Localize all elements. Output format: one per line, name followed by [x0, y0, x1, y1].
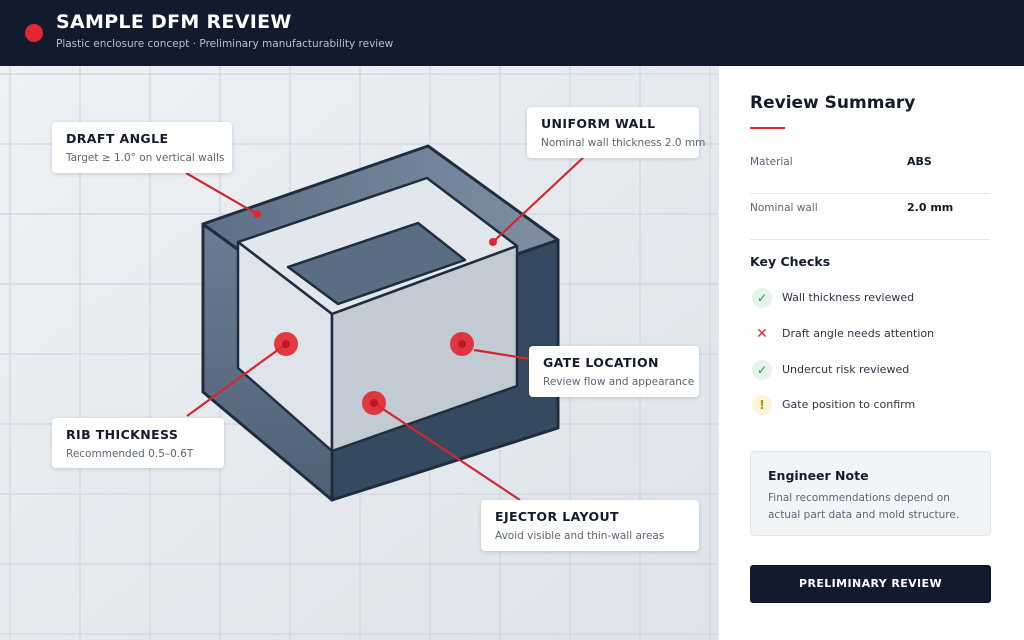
- key-checks-title: Key Checks: [750, 254, 831, 269]
- check-label: Wall thickness reviewed: [782, 291, 915, 304]
- callout-gate-location[interactable]: GATE LOCATION Review flow and appearance: [529, 346, 699, 397]
- annotation-markers: [253, 210, 497, 415]
- review-summary-panel: Review Summary Material ABS Nominal wall…: [718, 66, 1024, 640]
- boss-pad: [286, 221, 467, 306]
- note-title: Engineer Note: [768, 468, 869, 483]
- callout-text: Nominal wall thickness 2.0 mm: [541, 137, 706, 149]
- callout-rib-thickness[interactable]: RIB THICKNESS Recommended 0.5–0.6T: [52, 418, 224, 468]
- header-bar: SAMPLE DFM REVIEW Plastic enclosure conc…: [0, 0, 1024, 66]
- check-label: Gate position to confirm: [782, 398, 916, 411]
- callout-ejector-layout[interactable]: EJECTOR LAYOUT Avoid visible and thin-wa…: [481, 500, 699, 551]
- callout-uniform-wall[interactable]: UNIFORM WALL Nominal wall thickness 2.0 …: [527, 107, 706, 158]
- callout-title: DRAFT ANGLE: [66, 131, 169, 146]
- uniform-wall-marker: [489, 238, 497, 246]
- warning-icon: !: [752, 395, 772, 415]
- check-label: Draft angle needs attention: [782, 327, 935, 340]
- spec-label: Material: [750, 156, 793, 168]
- callout-text: Review flow and appearance: [543, 376, 695, 388]
- callout-text: Target ≥ 1.0° on vertical walls: [66, 152, 225, 164]
- check-icon: ✓: [752, 288, 772, 308]
- draft-angle-marker: [253, 210, 261, 218]
- spec-value: ABS: [907, 155, 932, 168]
- preliminary-review-button[interactable]: PRELIMINARY REVIEW: [750, 565, 991, 603]
- callout-draft-angle[interactable]: DRAFT ANGLE Target ≥ 1.0° on vertical wa…: [52, 122, 232, 173]
- spec-label: Nominal wall: [750, 202, 818, 214]
- callout-text: Recommended 0.5–0.6T: [66, 448, 194, 460]
- summary-title: Review Summary: [750, 93, 916, 113]
- engineer-note: Engineer Note Final recommendations depe…: [750, 451, 991, 536]
- check-item-draft-angle: ✕ Draft angle needs attention: [752, 324, 992, 346]
- cross-icon: ✕: [756, 326, 768, 342]
- check-icon: ✓: [752, 360, 772, 380]
- callout-title: UNIFORM WALL: [541, 116, 656, 131]
- check-item-wall-thickness: ✓ Wall thickness reviewed: [752, 288, 992, 310]
- spec-row-nominal-wall: Nominal wall 2.0 mm: [750, 194, 990, 240]
- spec-value: 2.0 mm: [907, 201, 954, 214]
- title-accent-divider: [750, 127, 785, 129]
- callout-title: EJECTOR LAYOUT: [495, 509, 619, 524]
- leader-lines: [185, 154, 587, 501]
- page-subtitle: Plastic enclosure concept · Preliminary …: [56, 38, 394, 50]
- spec-row-material: Material ABS: [750, 148, 990, 194]
- check-label: Undercut risk reviewed: [782, 363, 910, 376]
- callout-title: RIB THICKNESS: [66, 427, 179, 442]
- model-viewport[interactable]: DRAFT ANGLE Target ≥ 1.0° on vertical wa…: [0, 66, 718, 640]
- check-item-undercut: ✓ Undercut risk reviewed: [752, 360, 992, 382]
- callout-text: Avoid visible and thin-wall areas: [495, 530, 665, 542]
- page-title: SAMPLE DFM REVIEW: [56, 11, 292, 33]
- callout-title: GATE LOCATION: [543, 355, 659, 370]
- status-dot-icon: [25, 24, 43, 42]
- check-item-gate-position: ! Gate position to confirm: [752, 395, 992, 417]
- note-text: Final recommendations depend on actual p…: [768, 492, 960, 521]
